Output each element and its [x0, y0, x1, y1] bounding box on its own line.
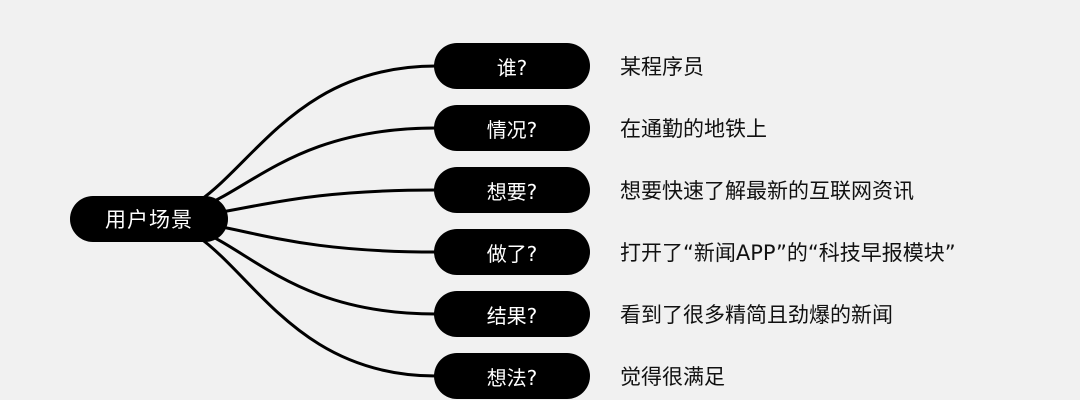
branch-answer-thought: 觉得很满足 — [620, 365, 725, 389]
branch-answer-who: 某程序员 — [620, 55, 704, 79]
branch-answer-want: 想要快速了解最新的互联网资讯 — [620, 179, 914, 203]
branch-node-thought: 想法? — [434, 353, 590, 399]
branch-node-result: 结果? — [434, 291, 590, 337]
root-node: 用户场景 — [70, 196, 228, 242]
branch-node-action: 做了? — [434, 229, 590, 275]
branch-node-want: 想要? — [434, 167, 590, 213]
branch-node-situation: 情况? — [434, 105, 590, 151]
branch-answer-result: 看到了很多精简且劲爆的新闻 — [620, 303, 893, 327]
branch-answer-situation: 在通勤的地铁上 — [620, 117, 767, 141]
branch-node-who: 谁? — [434, 43, 590, 89]
branch-answer-action: 打开了“新闻APP”的“科技早报模块” — [620, 241, 956, 265]
